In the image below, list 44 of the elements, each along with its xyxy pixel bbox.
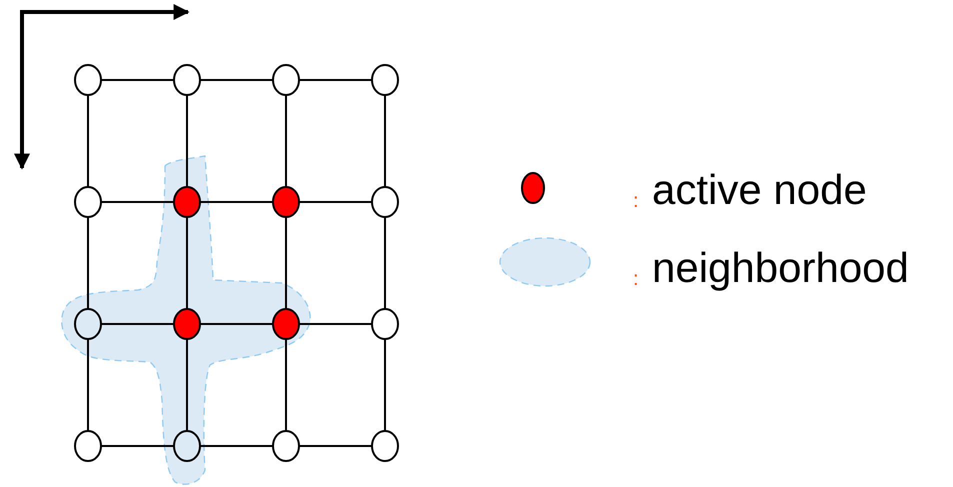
active-node-circle	[173, 308, 201, 340]
node-circle	[371, 186, 399, 218]
node-circle	[74, 186, 102, 218]
legend-label: active node	[652, 166, 867, 214]
edge-line	[200, 201, 273, 203]
colon-mark: :	[633, 190, 639, 212]
node-circle	[74, 308, 102, 340]
edge-line	[285, 217, 287, 309]
edge-line	[200, 79, 273, 81]
edge-line	[384, 95, 386, 187]
edge-line	[299, 445, 372, 447]
node-circle	[371, 430, 399, 462]
node-circle	[74, 430, 102, 462]
node-circle	[74, 64, 102, 96]
edge-line	[101, 445, 174, 447]
edge-line	[186, 95, 188, 187]
edge-line	[384, 217, 386, 309]
edge-line	[87, 217, 89, 309]
edge-line	[87, 95, 89, 187]
edge-line	[101, 323, 174, 325]
node-circle	[272, 430, 300, 462]
edge-line	[299, 323, 372, 325]
edge-line	[200, 323, 273, 325]
node-circle	[371, 308, 399, 340]
edge-line	[186, 339, 188, 431]
edge-line	[186, 217, 188, 309]
edge-line	[200, 445, 273, 447]
node-circle	[173, 430, 201, 462]
node-circle	[173, 64, 201, 96]
edge-line	[87, 339, 89, 431]
colon-mark: :	[633, 268, 639, 290]
node-circle	[371, 64, 399, 96]
active-node-circle	[272, 186, 300, 218]
edge-line	[101, 79, 174, 81]
edge-line	[101, 201, 174, 203]
edge-line	[384, 339, 386, 431]
active-node-circle	[272, 308, 300, 340]
edge-line	[285, 95, 287, 187]
edge-line	[299, 79, 372, 81]
node-circle	[272, 64, 300, 96]
legend-label: neighborhood	[652, 244, 909, 292]
edge-line	[285, 339, 287, 431]
active-node-circle	[173, 186, 201, 218]
edge-line	[299, 201, 372, 203]
